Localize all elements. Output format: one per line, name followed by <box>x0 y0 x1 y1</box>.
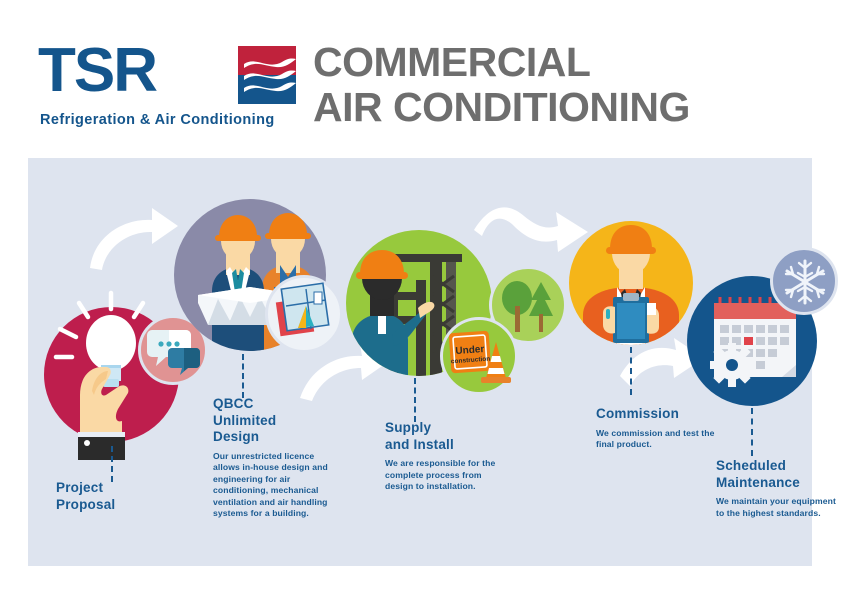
step-2-label: QBCC Unlimited Design Our unrestricted l… <box>213 396 328 520</box>
step-4-dash-line <box>630 347 632 395</box>
step-5-dash-line <box>751 408 753 456</box>
logo-wordmark: TSR <box>38 36 158 105</box>
step-3-label: Supply and Install We are responsible fo… <box>385 420 497 493</box>
step-5-sub-circle[interactable] <box>770 247 838 315</box>
step-1-dash-line <box>111 446 113 482</box>
step-1-heading-line-2: Proposal <box>56 496 116 512</box>
step-5-heading-line-2: Maintenance <box>716 474 800 490</box>
step-3-body: We are responsible for the complete proc… <box>385 458 496 492</box>
step-2-heading-line-1: QBCC <box>213 396 254 411</box>
arrow-proposal-to-design-icon <box>90 208 178 270</box>
step-4-label: Commission We commission and test the fi… <box>596 406 716 451</box>
page-title-line-1: COMMERCIAL <box>313 39 591 85</box>
tsr-wave-mark-icon <box>238 46 296 104</box>
header: TSR Refrigeration & Air Conditioning COM… <box>0 0 842 158</box>
snowflake-icon <box>784 259 826 305</box>
step-2-body: Our unrestricted licence allows in-house… <box>213 450 328 519</box>
step-1-heading-line-1: Project <box>56 480 104 495</box>
blueprint-drafting-icon <box>275 282 330 337</box>
step-2-dash-line <box>242 354 244 398</box>
page-title: COMMERCIAL AIR CONDITIONING <box>313 40 813 130</box>
step-5-label: Scheduled Maintenance We maintain your e… <box>716 458 836 519</box>
step-2-heading-line-2: Unlimited <box>213 412 277 428</box>
worker-crane-icon <box>352 250 462 376</box>
chat-bubbles-icon <box>147 330 200 375</box>
arrow-commission-to-maintenance-icon <box>620 338 704 386</box>
step-3-heading-line-1: Supply <box>385 420 432 435</box>
arrow-supply-to-commission-icon <box>474 207 588 252</box>
step-5-body: We maintain your equipment to the highes… <box>716 496 836 518</box>
step-5-heading-line-1: Scheduled <box>716 458 787 473</box>
calendar-gear-icon <box>710 297 796 387</box>
trees-icon <box>502 281 553 332</box>
under-construction-sign-icon: Under construction <box>448 330 511 383</box>
logo-tagline: Refrigeration & Air Conditioning <box>40 112 275 128</box>
sign-text-line-1: Under <box>455 344 485 357</box>
step-3-dash-line <box>414 378 416 422</box>
step-3-heading-line-2: and Install <box>385 436 454 452</box>
step-1-label: Project Proposal <box>56 480 176 513</box>
inspector-clipboard-icon <box>583 225 679 345</box>
step-4-body: We commission and test the final product… <box>596 427 715 450</box>
sign-text-line-2: construction <box>451 356 491 366</box>
step-4-heading-line-1: Commission <box>596 406 680 421</box>
process-panel: Project Proposal <box>28 158 838 566</box>
company-logo: TSR Refrigeration & Air Conditioning <box>38 36 296 132</box>
hand-lightbulb-icon <box>53 290 169 460</box>
arrow-design-to-supply-icon <box>300 344 388 401</box>
page-title-line-2: AIR CONDITIONING <box>313 84 690 130</box>
step-2-heading-line-3: Design <box>213 429 260 444</box>
connector-arrows <box>90 207 704 401</box>
